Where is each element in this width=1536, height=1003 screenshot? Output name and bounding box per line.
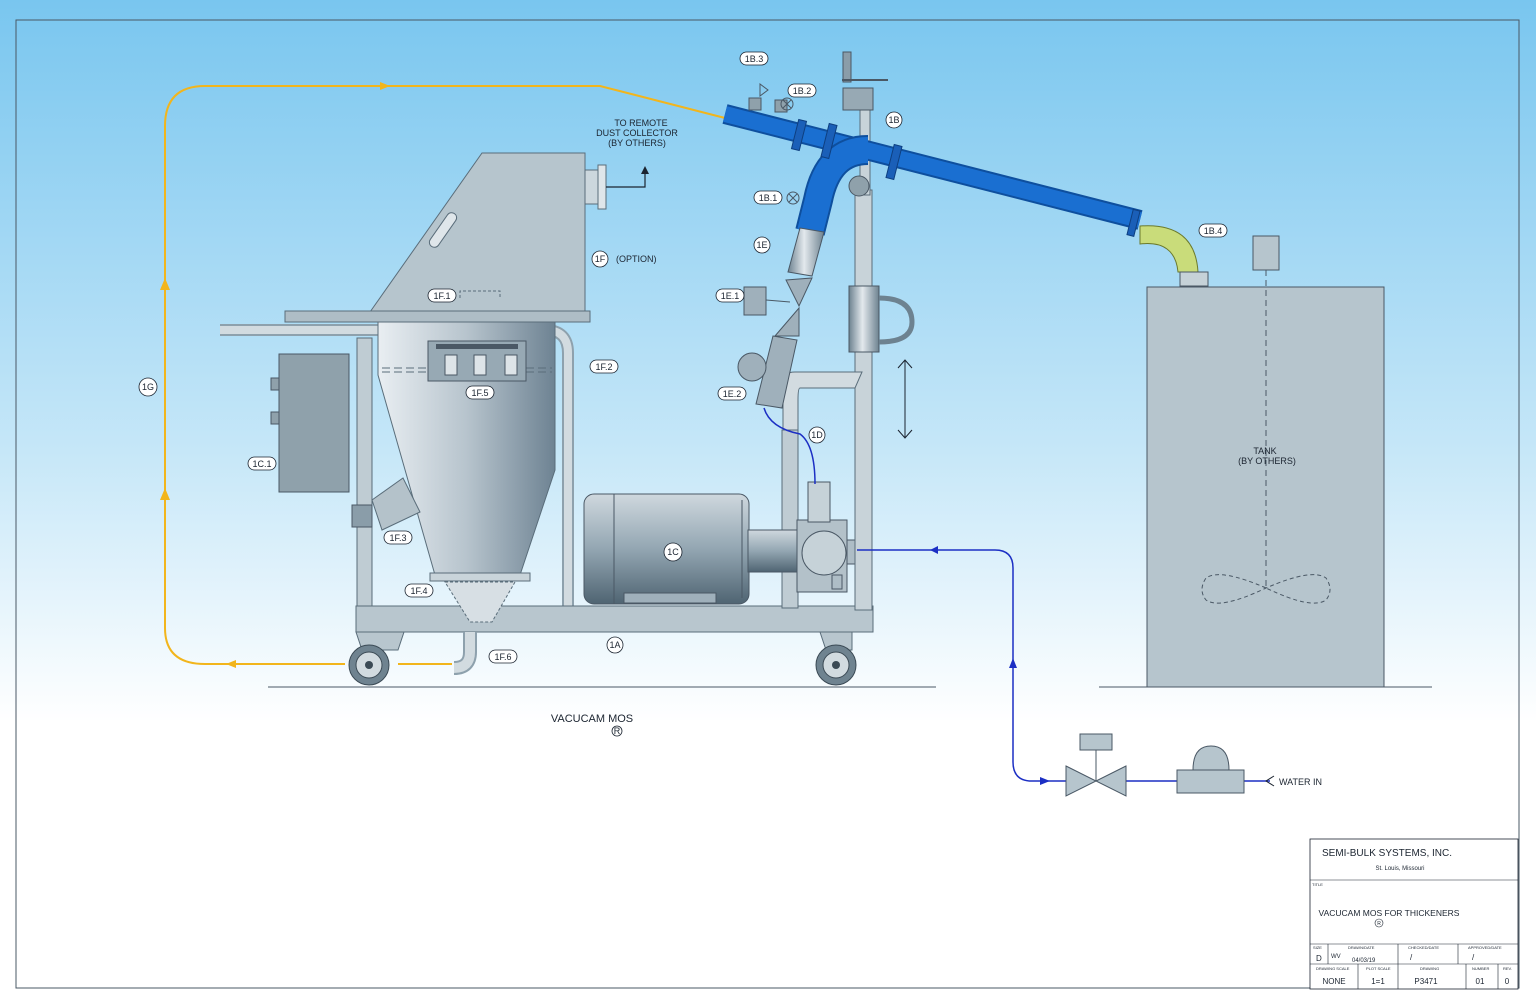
rev-header: REV. <box>1503 966 1512 971</box>
scale-value: NONE <box>1322 977 1345 986</box>
callout-1b2: 1B.2 <box>787 83 817 98</box>
callout-1g: 1G <box>138 377 158 397</box>
svg-text:1B.4: 1B.4 <box>1204 226 1223 236</box>
callout-1e1: 1E.1 <box>715 288 745 303</box>
svg-text:1D: 1D <box>811 430 823 440</box>
svg-text:1F: 1F <box>595 254 606 264</box>
rev-value: 0 <box>1505 977 1510 986</box>
plot-header: PLOT SCALE <box>1366 966 1391 971</box>
svg-text:1F.3: 1F.3 <box>389 533 406 543</box>
svg-text:1F.5: 1F.5 <box>471 388 488 398</box>
tank <box>1146 235 1385 688</box>
note-dust-2: DUST COLLECTOR <box>596 128 678 138</box>
control-valve <box>1065 733 1127 797</box>
callout-1c: 1C <box>663 542 683 562</box>
svg-text:1C.1: 1C.1 <box>252 459 271 469</box>
callout-1f3: 1F.3 <box>383 530 413 545</box>
hopper-cone-1f <box>351 321 556 675</box>
flow-meter <box>1176 745 1245 794</box>
callout-1f4: 1F.4 <box>404 583 434 598</box>
travel-arrow <box>897 359 913 439</box>
svg-text:1A: 1A <box>609 640 620 650</box>
svg-text:1F.1: 1F.1 <box>433 291 450 301</box>
company-name: SEMI-BULK SYSTEMS, INC. <box>1322 848 1452 859</box>
blue-discharge-pipe-1b <box>722 83 1143 237</box>
svg-text:1B: 1B <box>888 115 899 125</box>
drawing-title: VACUCAM MOS FOR THICKENERS <box>1319 908 1460 918</box>
callout-1a: 1A <box>606 636 624 654</box>
scale-header: DRAWING SCALE <box>1316 966 1350 971</box>
svg-text:1E.2: 1E.2 <box>723 389 742 399</box>
valve-assembly-1e <box>737 227 825 409</box>
dust-hood-1f <box>369 152 649 313</box>
size-value: D <box>1316 954 1322 963</box>
callout-1b4: 1B.4 <box>1198 223 1228 238</box>
callout-1f2: 1F.2 <box>589 359 619 374</box>
callout-1c1: 1C.1 <box>247 456 277 471</box>
pump-motor-1c <box>583 481 858 605</box>
approved-header: APPROVED/DATE <box>1468 945 1502 950</box>
approved-value: / <box>1472 953 1475 962</box>
water-in-label: WATER IN <box>1279 777 1322 787</box>
callout-1f: 1F <box>591 250 609 268</box>
callout-1f1: 1F.1 <box>427 288 457 303</box>
sheet-border <box>15 19 1520 989</box>
svg-text:1F.6: 1F.6 <box>494 652 511 662</box>
drawn-date: 04/03/19 <box>1352 958 1376 964</box>
caster-wheels <box>348 631 857 686</box>
checked-value: / <box>1410 953 1413 962</box>
title-registered-mark: R <box>1377 921 1381 927</box>
company-location: St. Louis, Missouri <box>1375 866 1424 872</box>
svg-text:1C: 1C <box>667 547 679 557</box>
svg-text:1F.2: 1F.2 <box>595 362 612 372</box>
svg-text:1E: 1E <box>756 240 767 250</box>
callout-1e: 1E <box>753 236 771 254</box>
plot-value: 1=1 <box>1371 977 1385 986</box>
recirculation-line-1g <box>164 85 726 665</box>
number-value: 01 <box>1476 977 1485 986</box>
svg-text:1B.1: 1B.1 <box>759 193 778 203</box>
size-header: SIZE <box>1313 945 1322 950</box>
drawing-header: DRAWING <box>1420 966 1439 971</box>
drawing-value: P3471 <box>1414 977 1438 986</box>
note-option: (OPTION) <box>616 254 657 264</box>
note-dust-1: TO REMOTE <box>614 118 667 128</box>
tank-label-2: (BY OTHERS) <box>1238 456 1296 466</box>
callout-1d: 1D <box>808 426 826 444</box>
machine-name: VACUCAM MOS <box>551 713 633 725</box>
title-label: TITLE <box>1312 882 1323 887</box>
tank-label-1: TANK <box>1253 446 1276 456</box>
callout-1b1: 1B.1 <box>753 190 783 205</box>
checked-header: CHECKED/DATE <box>1408 945 1439 950</box>
callout-1e2: 1E.2 <box>717 386 747 401</box>
drawn-header: DRAWN/DATE <box>1348 945 1375 950</box>
number-header: NUMBER <box>1472 966 1489 971</box>
callout-1f6: 1F.6 <box>488 649 518 664</box>
registered-mark: R <box>614 726 621 736</box>
title-block: SEMI-BULK SYSTEMS, INC. St. Louis, Misso… <box>1309 838 1519 990</box>
svg-text:1F.4: 1F.4 <box>410 586 427 596</box>
svg-text:1E.1: 1E.1 <box>721 291 740 301</box>
svg-text:1B.3: 1B.3 <box>745 54 764 64</box>
callout-1f5: 1F.5 <box>465 385 495 400</box>
callout-1b: 1B <box>885 111 903 129</box>
drawn-by: WV <box>1331 954 1341 960</box>
svg-text:1B.2: 1B.2 <box>793 86 812 96</box>
callout-1b3: 1B.3 <box>739 51 769 66</box>
svg-text:1G: 1G <box>142 382 154 392</box>
flush-tube-1d <box>763 407 816 485</box>
note-dust-3: (BY OTHERS) <box>608 138 666 148</box>
control-box-1c1 <box>278 353 350 493</box>
